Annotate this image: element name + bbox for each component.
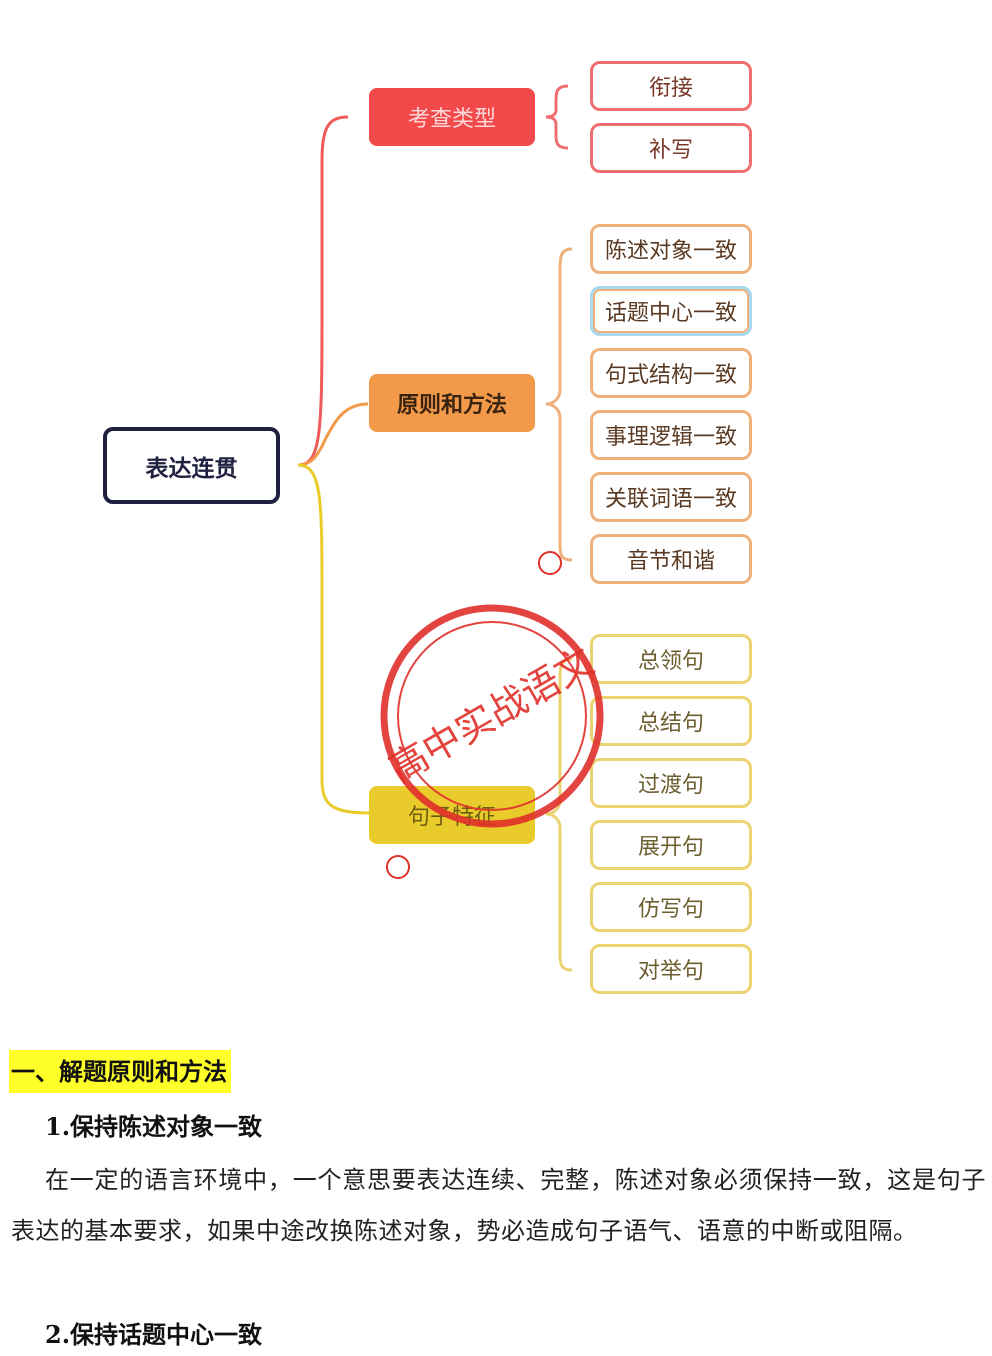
- branch-principles[interactable]: 原则和方法: [369, 374, 535, 432]
- leaf-node[interactable]: 对举句: [590, 944, 752, 994]
- point-heading: 2.保持话题中心一致: [45, 1320, 263, 1349]
- leaf-node[interactable]: 话题中心一致: [590, 286, 752, 336]
- point-heading: 1.保持陈述对象一致: [45, 1112, 263, 1141]
- leaf-node[interactable]: 过渡句: [590, 758, 752, 808]
- branch-exam-type[interactable]: 考查类型: [369, 88, 535, 146]
- connector-red: [297, 115, 349, 467]
- leaf-node[interactable]: 总领句: [590, 634, 752, 684]
- collapse-marker[interactable]: [538, 551, 562, 575]
- brace-orange: [545, 247, 573, 562]
- leaf-node[interactable]: 陈述对象一致: [590, 224, 752, 274]
- leaf-node[interactable]: 仿写句: [590, 882, 752, 932]
- connector-orange: [297, 402, 369, 467]
- mindmap-connectors: [297, 84, 573, 972]
- leaf-node[interactable]: 句式结构一致: [590, 348, 752, 398]
- connector-yellow: [297, 463, 371, 815]
- point-body: 在一定的语言环境中，一个意思要表达连续、完整，陈述对象必须保持一致，这是句子表达…: [11, 1166, 986, 1245]
- brace-yellow: [545, 657, 573, 972]
- leaf-node[interactable]: 事理逻辑一致: [590, 410, 752, 460]
- leaf-node[interactable]: 总结句: [590, 696, 752, 746]
- brace-red: [545, 84, 569, 150]
- section-title: 一、解题原则和方法: [9, 1050, 231, 1093]
- leaf-node[interactable]: 补写: [590, 123, 752, 173]
- mindmap-root[interactable]: 表达连贯: [103, 427, 280, 504]
- leaf-node[interactable]: 音节和谐: [590, 534, 752, 584]
- leaf-node[interactable]: 关联词语一致: [590, 472, 752, 522]
- leaf-node[interactable]: 衔接: [590, 61, 752, 111]
- collapse-marker[interactable]: [386, 855, 410, 879]
- watermark-stamp: 高中实战语文: [380, 604, 604, 828]
- leaf-node[interactable]: 展开句: [590, 820, 752, 870]
